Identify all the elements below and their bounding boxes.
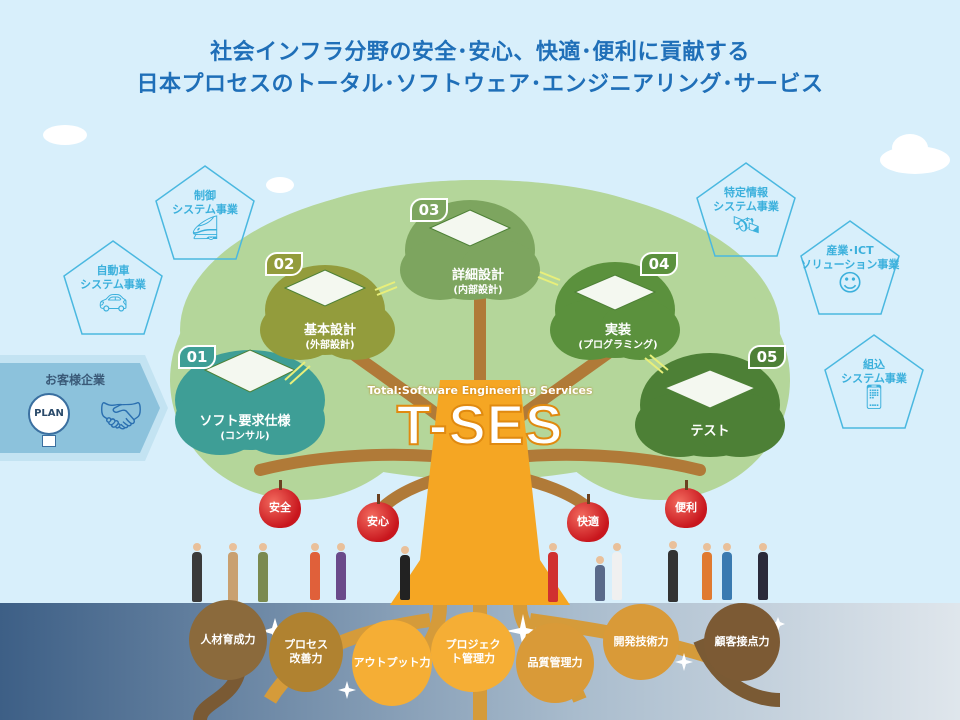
handshake-icon: 🤝︎ xyxy=(98,396,144,437)
apple-comfort: 快適 xyxy=(567,494,609,542)
root-process-improvement: プロセス改善力 xyxy=(269,612,343,692)
brand-subtitle: Total:Software Engineering Services xyxy=(367,384,593,397)
clouds xyxy=(43,125,950,193)
business-specific-info: 特定情報システム事業 🛰︎ xyxy=(693,160,799,260)
smartphone-icon: 📱︎ xyxy=(858,383,890,411)
apple-convenience: 便利 xyxy=(665,480,707,528)
root-talent-development: 人材育成力 xyxy=(189,600,267,680)
flow-arrows xyxy=(284,271,669,385)
phase-01-badge: 01 xyxy=(178,345,216,369)
isometric-scenes xyxy=(203,209,757,409)
phase-03-label: 詳細設計(内部設計) xyxy=(451,268,505,296)
phase-05-label: テスト xyxy=(690,424,730,439)
phase-03-badge: 03 xyxy=(410,198,448,222)
phase-05-badge: 05 xyxy=(748,345,786,369)
phase-02-label: 基本設計(外部設計) xyxy=(303,323,357,351)
lightbulb-icon: PLAN xyxy=(28,393,70,435)
headline-line-2: 日本プロセスのトータル･ソフトウェア･エンジニアリング･サービス xyxy=(136,72,824,97)
phase-04-label: 実装(プログラミング) xyxy=(578,323,658,351)
business-automotive: 自動車システム事業 🚗︎ xyxy=(60,238,166,338)
root-project-management: プロジェクト管理力 xyxy=(431,612,515,692)
root-output: アウトプット力 xyxy=(352,620,432,706)
apple-security: 安心 xyxy=(357,494,399,542)
headline-line-1: 社会インフラ分野の安全･安心、快適･便利に貢献する xyxy=(210,40,750,65)
satellite-icon: 🛰︎ xyxy=(730,211,762,239)
phase-04-badge: 04 xyxy=(640,252,678,276)
train-icon: 🚄︎ xyxy=(189,214,221,242)
plan-label: PLAN xyxy=(34,408,64,419)
car-icon: 🚗︎ xyxy=(97,289,129,317)
brand-logo: T-SES xyxy=(396,392,564,457)
root-quality-management: 品質管理力 xyxy=(516,623,594,703)
phase-01-label: ソフト要求仕様(コンサル) xyxy=(199,414,291,442)
business-embedded: 組込システム事業 📱︎ xyxy=(821,332,927,432)
root-development-technology: 開発技術力 xyxy=(603,604,679,680)
business-control: 制御システム事業 🚄︎ xyxy=(152,163,258,263)
phase-02-badge: 02 xyxy=(265,252,303,276)
trunk xyxy=(390,380,570,605)
client-label: お客様企業 xyxy=(44,373,105,387)
head-icon: ☺︎ xyxy=(837,269,863,297)
apple-safety: 安全 xyxy=(259,480,301,528)
root-customer-contact: 顧客接点力 xyxy=(704,603,780,681)
client-company-panel: お客様企業 PLAN 🤝︎ xyxy=(0,355,168,461)
